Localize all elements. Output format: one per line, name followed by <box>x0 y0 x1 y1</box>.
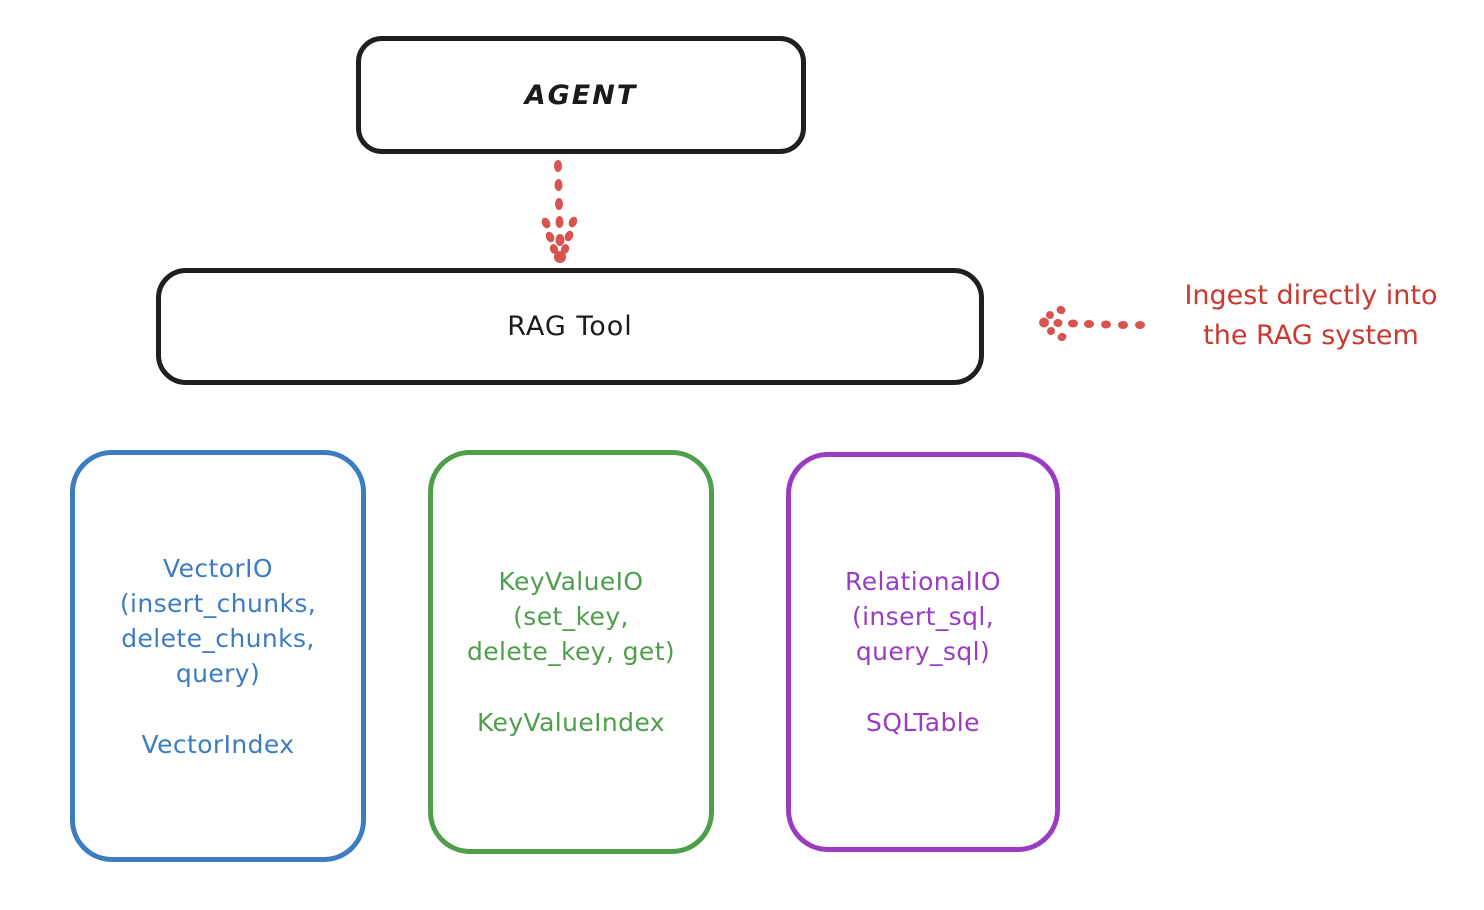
relationalio-index-label: SQLTable <box>866 708 980 737</box>
provider-node-vectorio[interactable]: VectorIO (insert_chunks, delete_chunks, … <box>70 450 366 862</box>
ingest-annotation-line-2: the RAG system <box>1203 320 1419 351</box>
vectorio-api-line-2: (insert_chunks, <box>119 588 317 618</box>
relationalio-api-line-3: query_sql) <box>855 637 991 666</box>
keyvalueio-api-line-1: KeyValueIO <box>498 567 644 596</box>
relationalio-api-block: RelationalIO (insert_sql, query_sql) <box>845 564 1001 669</box>
rag-tool-node[interactable]: RAG Tool <box>156 268 984 385</box>
relationalio-api-line-2: (insert_sql, <box>851 602 995 631</box>
agent-node-label: AGENT <box>524 79 638 111</box>
vectorio-index-label: VectorIndex <box>141 729 295 759</box>
rag-tool-node-label: RAG Tool <box>507 311 633 342</box>
ingest-pointer-arrow-icon <box>1018 292 1148 354</box>
keyvalueio-api-line-3: delete_key, get) <box>466 637 676 666</box>
vectorio-api-block: VectorIO (insert_chunks, delete_chunks, … <box>120 551 316 691</box>
ingest-annotation-line-1: Ingest directly into <box>1184 280 1438 311</box>
provider-node-keyvalueio[interactable]: KeyValueIO (set_key, delete_key, get) Ke… <box>428 450 714 854</box>
agent-to-rag-tool-arrow-icon <box>505 158 615 270</box>
vectorio-api-line-1: VectorIO <box>163 553 273 583</box>
vectorio-api-line-4: query) <box>175 658 261 688</box>
relationalio-api-line-1: RelationalIO <box>845 567 1001 596</box>
vectorio-api-line-3: delete_chunks, <box>121 623 315 653</box>
keyvalueio-api-line-2: (set_key, <box>513 602 629 631</box>
keyvalueio-api-block: KeyValueIO (set_key, delete_key, get) <box>467 564 675 669</box>
keyvalueio-index-label: KeyValueIndex <box>476 708 665 737</box>
agent-node[interactable]: AGENT <box>356 36 806 154</box>
ingest-annotation: Ingest directly into the RAG system <box>1146 276 1476 356</box>
provider-node-relationalio[interactable]: RelationalIO (insert_sql, query_sql) SQL… <box>786 452 1060 852</box>
